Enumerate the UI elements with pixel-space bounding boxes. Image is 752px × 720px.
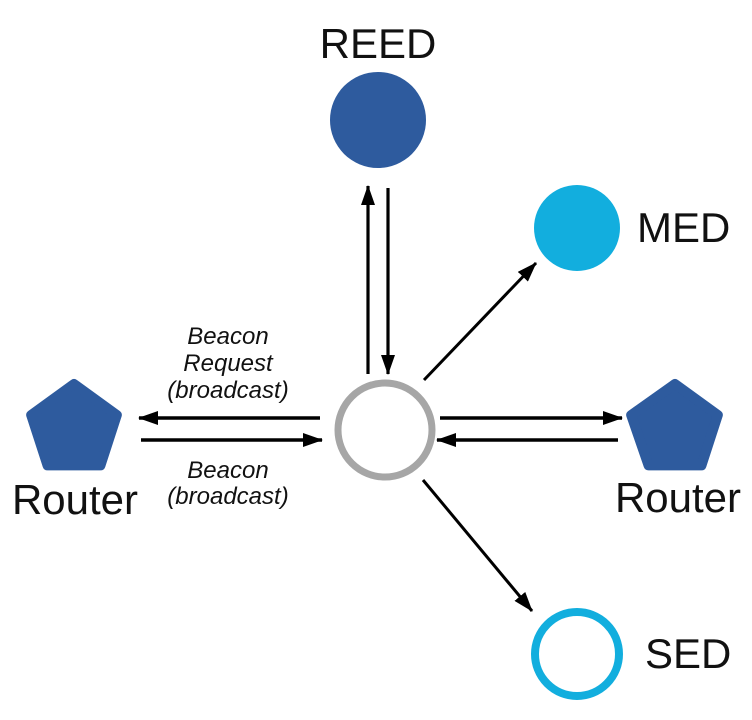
node-router-left: Router xyxy=(12,379,138,523)
beacon-request-line2: Request xyxy=(183,350,274,377)
beacon-line1: Beacon xyxy=(187,457,268,484)
node-reed: REED xyxy=(320,20,437,168)
node-med: MED xyxy=(534,185,730,271)
beacon-request-line1: Beacon xyxy=(187,323,268,350)
reed-circle xyxy=(330,72,426,168)
router-left-label: Router xyxy=(12,476,138,523)
sed-label: SED xyxy=(645,630,731,677)
beacon-request-annotation: Beacon Request (broadcast) xyxy=(167,323,288,404)
router-right-label: Router xyxy=(615,474,741,521)
beacon-request-line3: (broadcast) xyxy=(167,377,288,404)
med-label: MED xyxy=(637,204,730,251)
edge-joiner-router-left xyxy=(138,411,323,447)
edge-joiner-reed xyxy=(361,185,395,375)
node-router-right: Router xyxy=(615,379,741,521)
med-circle xyxy=(534,185,620,271)
sed-circle xyxy=(531,608,623,700)
router-left-pentagon xyxy=(26,379,122,471)
edge-joiner-router-right xyxy=(436,411,623,447)
beacon-line2: (broadcast) xyxy=(167,483,288,510)
router-right-pentagon xyxy=(626,379,723,471)
node-sed: SED xyxy=(531,608,731,700)
arrow-joiner-to-sed xyxy=(421,479,534,612)
beacon-annotation: Beacon (broadcast) xyxy=(167,457,288,510)
reed-label: REED xyxy=(320,20,437,67)
node-joiner xyxy=(334,379,436,481)
arrow-joiner-to-med xyxy=(422,261,538,382)
joiner-circle xyxy=(334,379,436,481)
